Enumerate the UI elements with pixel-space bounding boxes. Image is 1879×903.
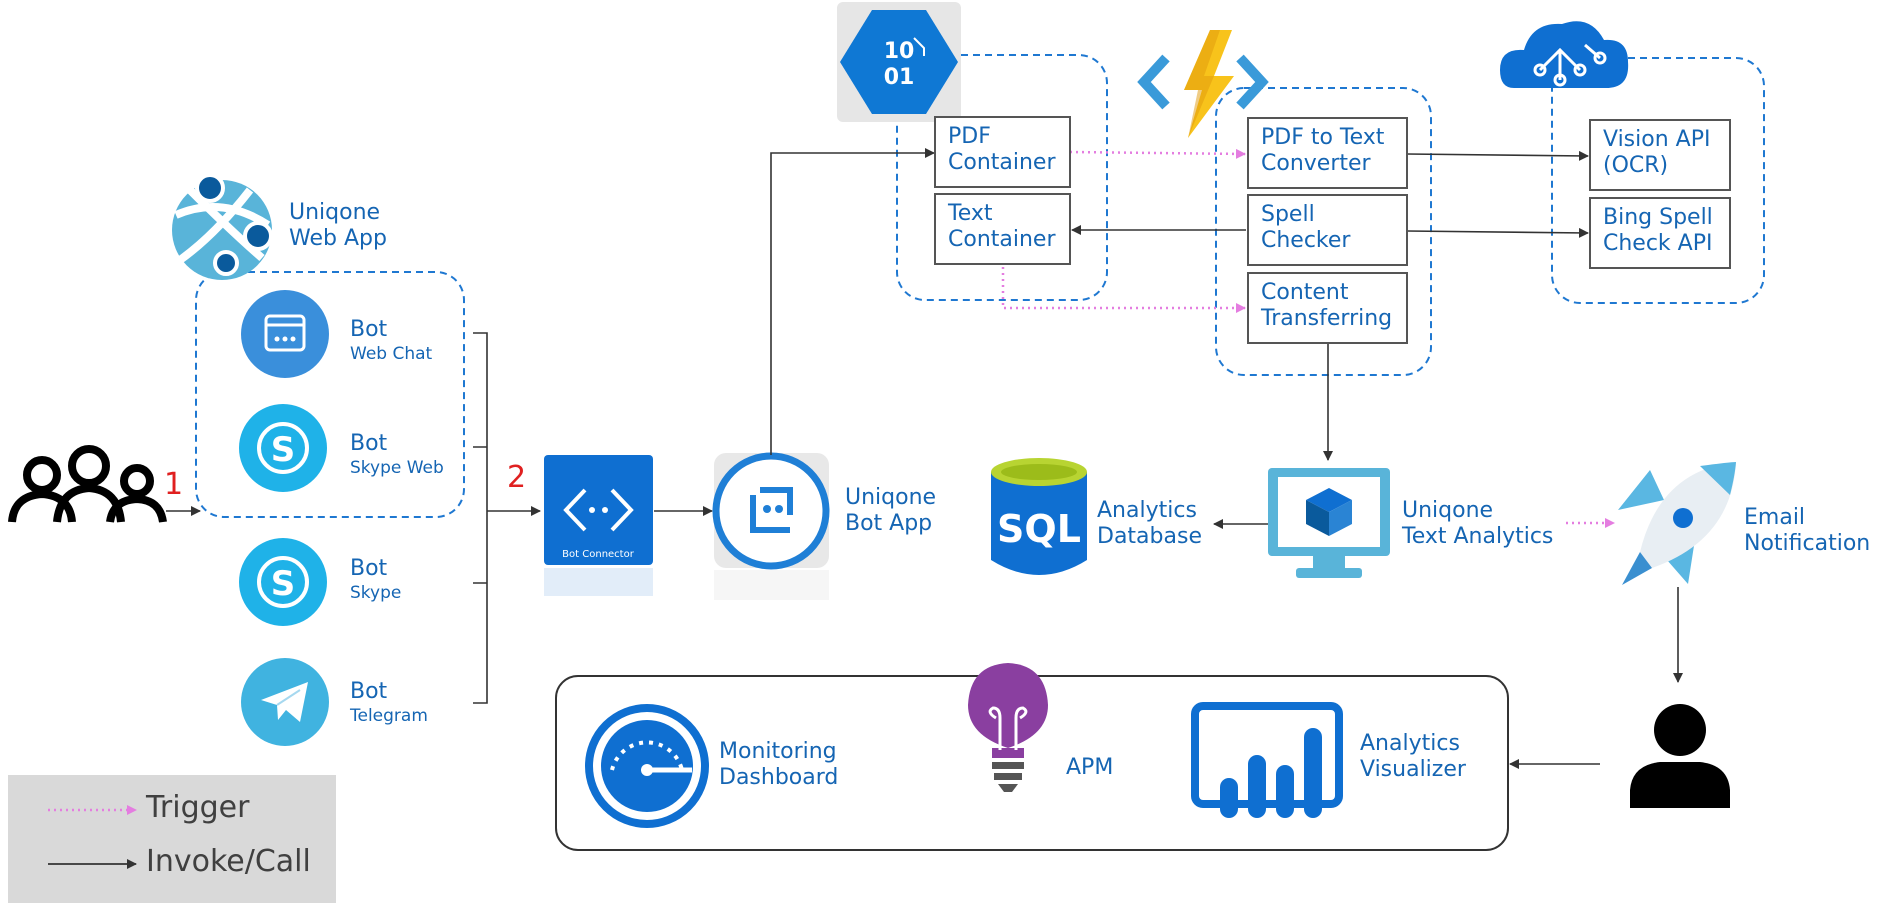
- bot-app-icon: [712, 452, 830, 600]
- legend-invoke-text: Invoke/Call: [146, 844, 311, 879]
- user-icon: [1630, 704, 1730, 808]
- gauge-icon: [585, 704, 709, 828]
- bar-chart-icon: [1191, 702, 1343, 818]
- telegram-icon: [241, 658, 329, 746]
- legend-invoke: Invoke/Call: [8, 839, 336, 889]
- step-number-2: 2: [507, 460, 527, 495]
- step-number-1: 1: [164, 467, 184, 502]
- web-chat-icon: [241, 290, 329, 378]
- skype-web-icon: S: [239, 404, 327, 492]
- web-app-icon: [172, 173, 273, 280]
- lightbulb-icon: [968, 663, 1048, 792]
- blob-storage-icon: 10 01: [837, 2, 961, 122]
- sql-database-icon: SQL: [991, 458, 1087, 575]
- rocket-icon: [1618, 462, 1736, 585]
- channels-bracket: [473, 332, 488, 704]
- trigger-arrow-icon: [48, 805, 137, 815]
- web-app-group: [195, 271, 465, 518]
- svg-text:S: S: [271, 430, 296, 470]
- cognitive-services-icon: [1500, 21, 1629, 88]
- bot-connector-icon: Bot Connector: [544, 455, 653, 596]
- svg-text:S: S: [271, 564, 296, 604]
- svg-text:SQL: SQL: [997, 507, 1081, 551]
- storage-group: [896, 54, 1108, 301]
- bot-connector-caption: Bot Connector: [562, 549, 635, 560]
- invoke-arrow-icon: [48, 859, 137, 869]
- legend: Trigger Invoke/Call: [8, 775, 336, 903]
- vision-api-box: Vision API(OCR): [1589, 119, 1731, 191]
- users-icon: [8, 445, 167, 523]
- svg-text:01: 01: [884, 65, 915, 90]
- svg-text:10: 10: [884, 39, 915, 64]
- text-analytics-icon: [1268, 468, 1390, 578]
- cognitive-group: [1551, 57, 1765, 304]
- skype-icon: S: [239, 538, 327, 626]
- legend-trigger-text: Trigger: [146, 790, 250, 825]
- legend-trigger: Trigger: [8, 785, 336, 835]
- apm-label: APM: [1066, 755, 1114, 780]
- function-icon: [1137, 30, 1269, 138]
